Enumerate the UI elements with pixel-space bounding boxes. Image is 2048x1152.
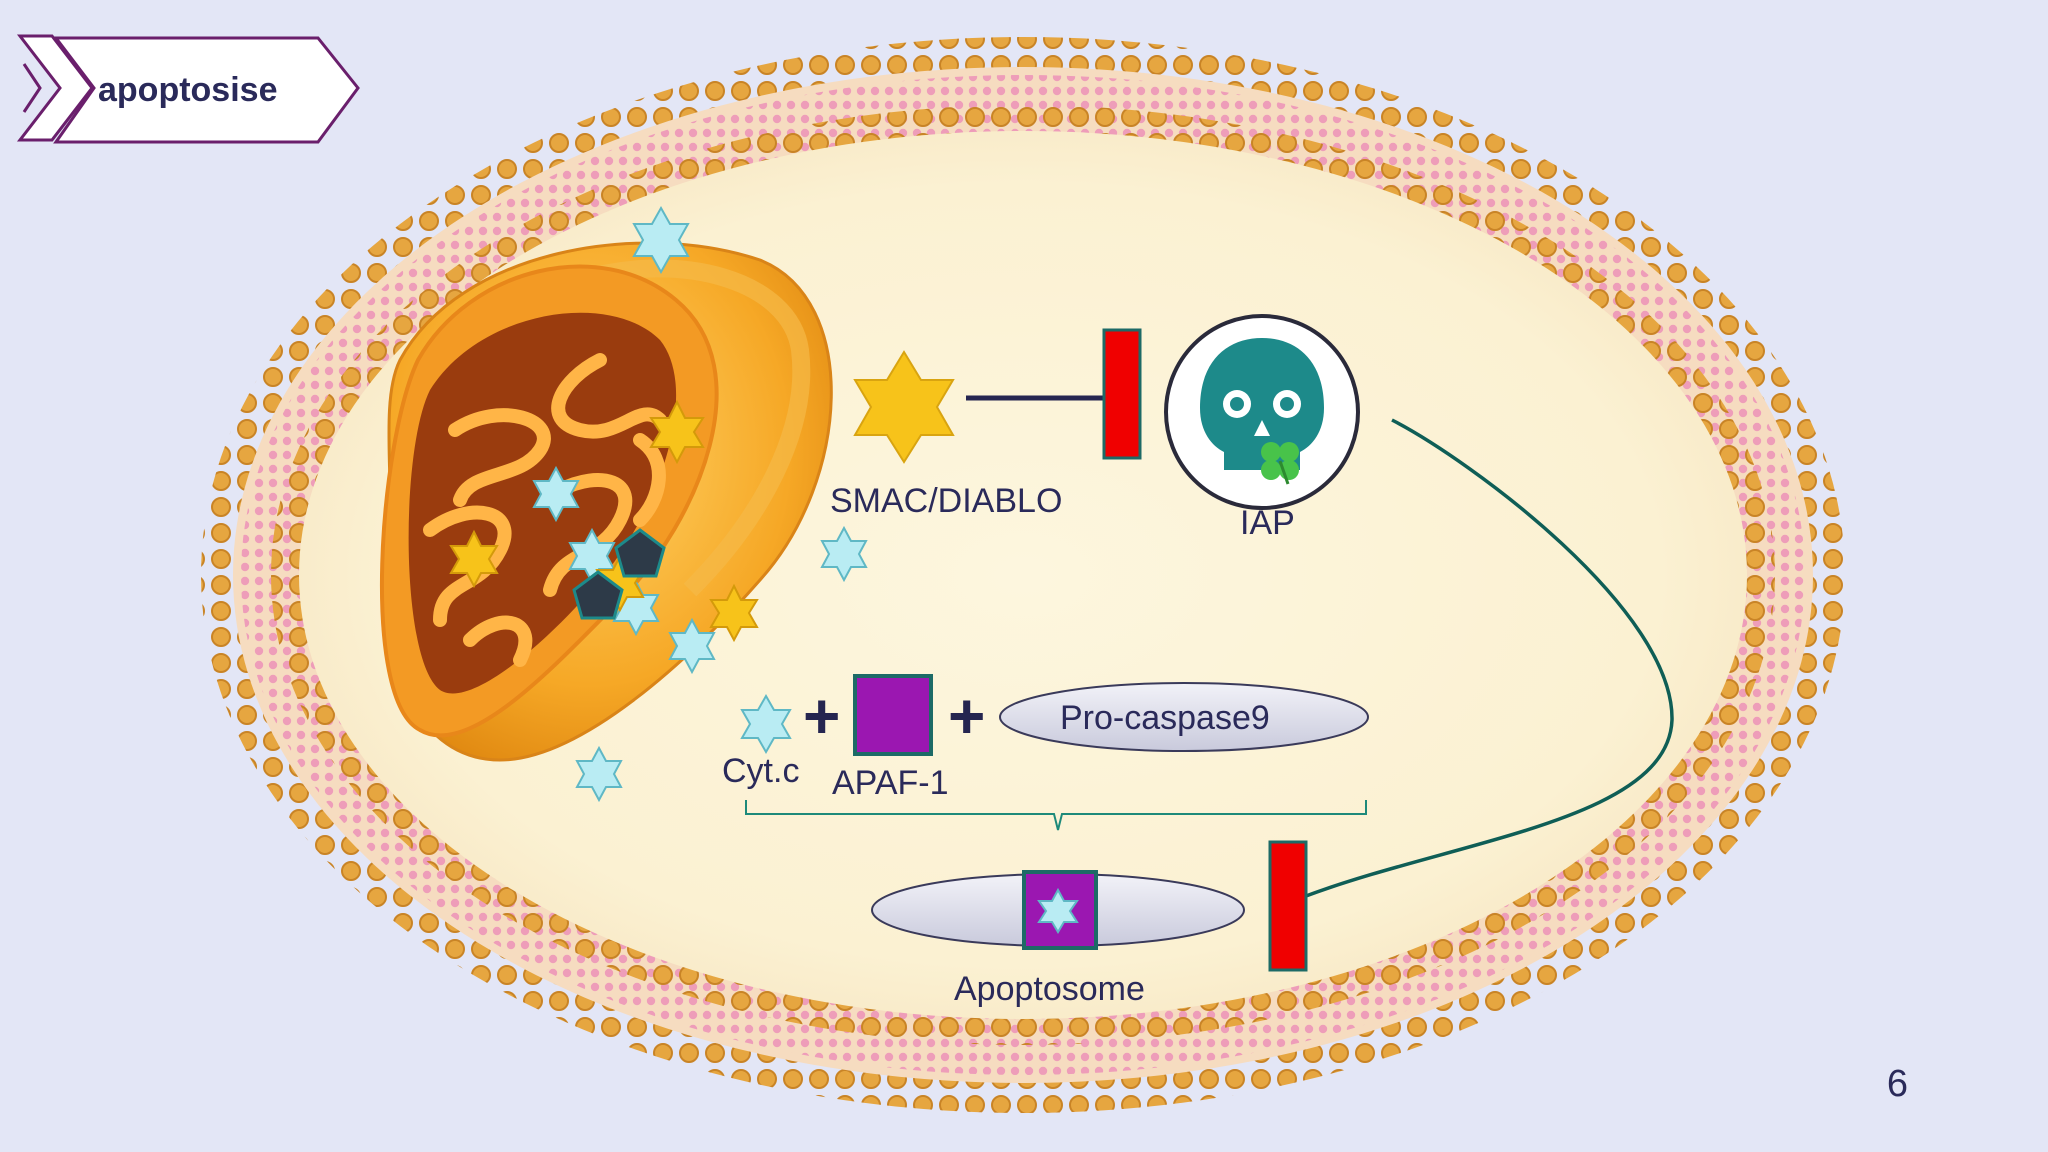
apaf1-label: APAF-1 [832, 764, 949, 802]
cyan-star-icon [820, 525, 868, 583]
apoptosome-inhibitor-bar [1268, 840, 1308, 972]
cyan-star-icon [532, 465, 580, 523]
cytochrome-c-molecules [532, 205, 868, 803]
cyan-star-icon [632, 205, 690, 275]
page-title: apoptosise [98, 71, 277, 109]
clover-icon [1261, 442, 1299, 485]
cyan-star-icon [575, 745, 623, 803]
cyan-star-icon [668, 617, 716, 675]
yellow-star-icon [649, 399, 705, 465]
chevron-tag-icon [16, 34, 94, 142]
iap-label: IAP [1240, 504, 1295, 542]
smac-star-icon [853, 350, 955, 464]
skull-icon [1200, 338, 1324, 470]
cytc-star-icon [740, 693, 792, 755]
yellow-star-icon [709, 583, 759, 643]
apaf1-square [853, 674, 933, 756]
apoptosome [871, 870, 1245, 950]
iap-inhibition-curve [1305, 418, 1674, 898]
plus-sign-1: + [803, 680, 840, 752]
iap-node [1164, 314, 1360, 510]
plus-sign-2: + [948, 680, 985, 752]
yellow-star-icon [449, 529, 499, 589]
cyan-star-icon [1037, 887, 1079, 934]
page-number: 6 [1886, 1063, 1908, 1105]
pro-caspase9-label: Pro-caspase9 [1060, 699, 1270, 737]
cytc-label: Cyt.c [722, 752, 799, 790]
title-tag: apoptosise [16, 34, 360, 144]
smac-inhibitor-bar [1102, 328, 1142, 460]
pentagon-molecules [572, 528, 666, 620]
apoptosome-label: Apoptosome [954, 970, 1145, 1008]
smac-diablo-label: SMAC/DIABLO [830, 482, 1062, 520]
pro-caspase9-ellipse [999, 682, 1369, 752]
combine-brace [745, 800, 1367, 831]
